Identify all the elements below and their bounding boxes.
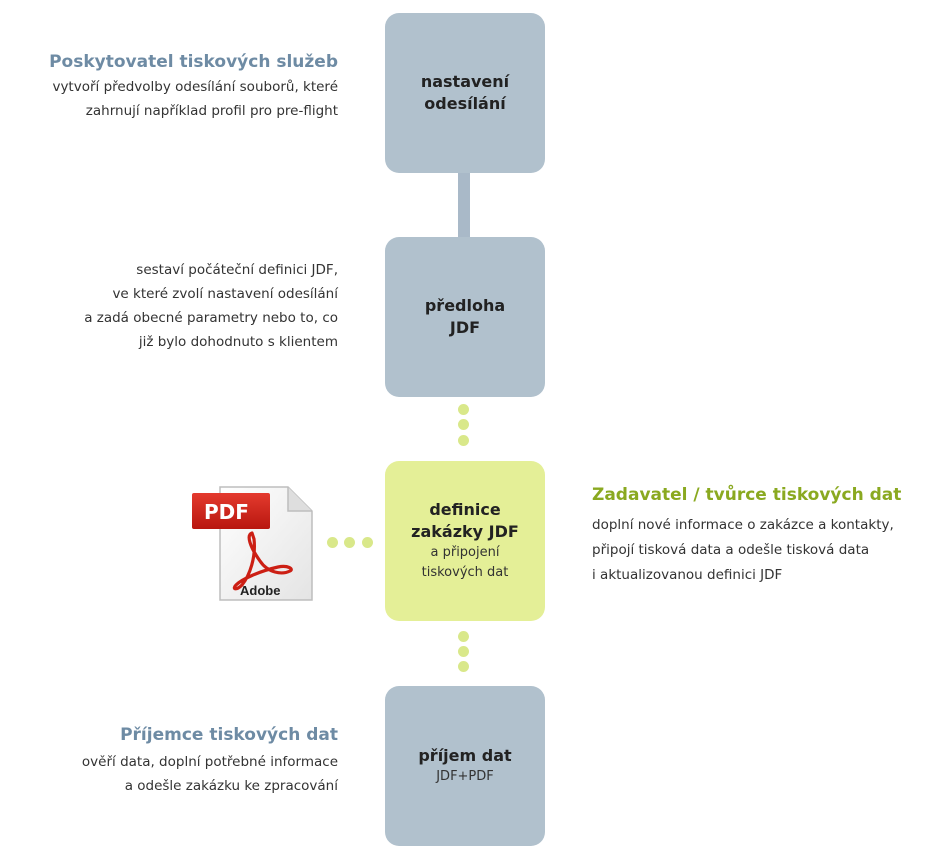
- box-settings: nastavení odesílání: [385, 13, 545, 173]
- creator-block: Zadavatel / tvůrce tiskových dat doplní …: [592, 482, 901, 588]
- creator-line: doplní nové informace o zakázce a kontak…: [592, 517, 894, 533]
- provider-line: vytvoří předvolby odesílání souborů, kte…: [52, 79, 338, 95]
- box-job-title-line2: zakázky JDF: [411, 522, 519, 541]
- provider-heading: Poskytovatel tiskových služeb: [49, 52, 338, 72]
- connector-dot: [458, 631, 469, 642]
- provider-block: Poskytovatel tiskových služeb vytvoří př…: [49, 49, 338, 123]
- box-job-title-line1: definice: [429, 500, 501, 519]
- connector-dot: [458, 435, 469, 446]
- creator-line: i aktualizovanou definici JDF: [592, 567, 783, 583]
- box-template-title-line1: předloha: [424, 296, 506, 315]
- template-note-line: sestaví počáteční definici JDF,: [136, 262, 338, 278]
- box-settings-title-line1: nastavení: [420, 72, 510, 91]
- connector-dot: [458, 646, 469, 657]
- connector-dot: [458, 404, 469, 415]
- provider-line: zahrnují například profil pro pre-flight: [85, 103, 338, 119]
- adobe-label: Adobe: [240, 583, 280, 598]
- box-template-title-line2: JDF: [449, 318, 481, 337]
- template-note-line: ve které zvolí nastavení odesílání: [112, 286, 338, 302]
- receiver-line: a odešle zakázku ke zpracování: [124, 778, 338, 794]
- box-job-sub-line1: a připojení: [430, 545, 500, 560]
- template-note-block: sestaví počáteční definici JDF, ve které…: [84, 258, 338, 354]
- connector-dot: [362, 537, 373, 548]
- box-receive: příjem dat JDF+PDF: [385, 686, 545, 846]
- box-template: předloha JDF: [385, 237, 545, 397]
- connector-dot: [344, 537, 355, 548]
- connector-dot: [458, 661, 469, 672]
- creator-line: připojí tisková data a odešle tisková da…: [592, 542, 870, 558]
- template-note-line: již bylo dohodnuto s klientem: [138, 334, 338, 350]
- pdf-badge-label: PDF: [204, 500, 249, 524]
- receiver-block: Příjemce tiskových dat ověří data, dopln…: [82, 722, 338, 798]
- box-settings-title-line2: odesílání: [424, 94, 506, 113]
- connector-line: [458, 170, 470, 240]
- box-receive-title: příjem dat: [418, 746, 512, 765]
- box-job-definition: definice zakázky JDF a připojení tiskový…: [385, 461, 545, 621]
- connector-dot: [458, 419, 469, 430]
- creator-heading: Zadavatel / tvůrce tiskových dat: [592, 485, 902, 505]
- box-job-sub-line2: tiskových dat: [421, 565, 509, 580]
- receiver-line: ověří data, doplní potřebné informace: [81, 754, 338, 770]
- pdf-file-icon: PDF Adobe: [190, 483, 315, 603]
- template-note-line: a zadá obecné parametry nebo to, co: [84, 310, 338, 326]
- box-receive-sub: JDF+PDF: [436, 769, 494, 784]
- connector-dot: [327, 537, 338, 548]
- receiver-heading: Příjemce tiskových dat: [120, 725, 338, 745]
